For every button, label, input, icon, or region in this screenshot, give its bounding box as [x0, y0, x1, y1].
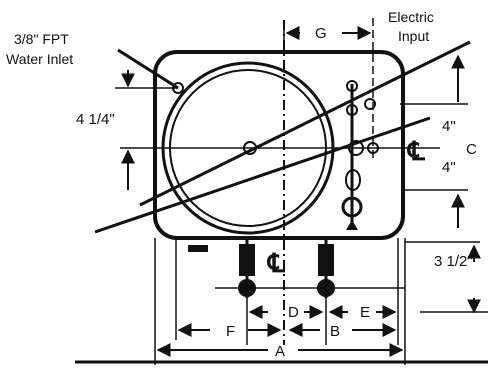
- dimension-label-c: C: [466, 141, 477, 158]
- electric-input-label-line2: Input: [398, 28, 429, 44]
- left-offset-dimension-label: 4 1/4": [76, 111, 115, 128]
- diagonal-leader-left: [117, 48, 179, 90]
- strip-oval: [345, 169, 361, 191]
- unit-outline: [153, 50, 405, 240]
- fitting-left: [238, 238, 256, 298]
- bottom-foot-left: [188, 245, 208, 252]
- dimension-label-f: F: [226, 323, 235, 340]
- water-inlet-label-line2: Water Inlet: [6, 51, 73, 67]
- diagonal-stroke-2: [139, 40, 471, 207]
- dimension-label-e: E: [360, 304, 370, 321]
- electric-input-label-line1: Electric: [388, 9, 434, 25]
- dimension-label-g: G: [315, 25, 327, 42]
- electric-input-mark: [364, 98, 376, 110]
- fitting-right: [317, 238, 335, 298]
- strip-arrow-base: [346, 220, 358, 230]
- upper-right-dimension-label: 4": [442, 118, 456, 135]
- bottom-right-dimension-label: 3 1/2": [434, 253, 473, 270]
- strip-top-knob: [346, 80, 358, 92]
- lower-right-dimension-label: 4": [442, 159, 456, 176]
- dimension-label-a: A: [275, 343, 285, 360]
- centerline-symbol-right: ℄: [407, 136, 426, 166]
- strip-upper-knob: [346, 104, 358, 116]
- centerline-symbol-bottom: ℄: [267, 248, 286, 278]
- strip-bottom-knob: [341, 196, 363, 218]
- dimension-label-b: B: [330, 323, 340, 340]
- dimension-label-d: D: [288, 304, 299, 321]
- diagonal-stroke-1: [94, 116, 431, 234]
- water-inlet-label-line1: 3/8" FPT: [14, 31, 69, 47]
